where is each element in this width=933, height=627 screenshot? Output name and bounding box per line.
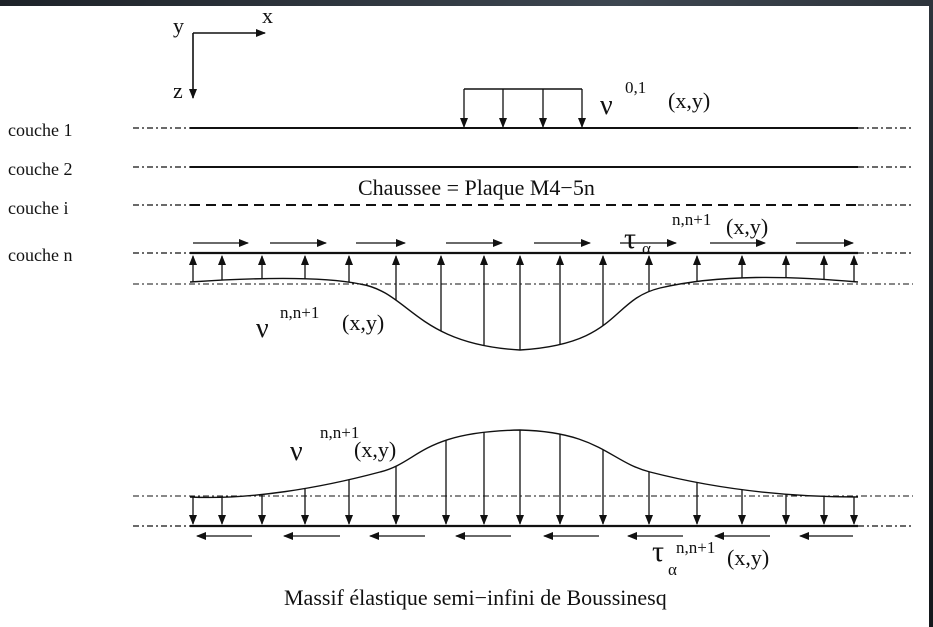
foundation-label: Massif élastique semi−infini de Boussine… — [284, 585, 667, 610]
lower-reaction-arrows — [189, 430, 858, 525]
layer-lines — [133, 127, 913, 285]
shear-top-label: τ α n,n+1 (x,y) — [624, 210, 768, 258]
applied-load-top: ν 0,1 (x,y) — [460, 78, 710, 128]
y-axis-label: y — [173, 13, 184, 38]
shear-top-symbol: τ — [624, 222, 636, 255]
lower-reaction-args: (x,y) — [354, 437, 396, 462]
upper-reaction-arrows — [189, 255, 858, 350]
layer-label-2: couche 2 — [8, 159, 72, 179]
upper-reaction-superscript: n,n+1 — [280, 303, 319, 322]
load-top-args: (x,y) — [668, 88, 710, 113]
shear-top-superscript: n,n+1 — [672, 210, 711, 229]
lower-reaction-superscript: n,n+1 — [320, 423, 359, 442]
shear-bottom-superscript: n,n+1 — [676, 538, 715, 557]
z-axis-label: z — [173, 78, 183, 103]
shear-bottom-args: (x,y) — [727, 545, 769, 570]
lower-reaction-label: ν n,n+1 (x,y) — [290, 423, 396, 467]
shear-top-subscript: α — [642, 239, 651, 258]
shear-bottom-symbol: τ — [652, 535, 664, 568]
upper-reaction-label: ν n,n+1 (x,y) — [256, 303, 384, 344]
layer-label-i: couche i — [8, 198, 68, 218]
upper-reaction-symbol: ν — [256, 313, 269, 344]
layer-label-n: couche n — [8, 245, 72, 265]
load-top-symbol: ν — [600, 90, 613, 121]
lower-reaction-symbol: ν — [290, 436, 303, 467]
shear-top-args: (x,y) — [726, 214, 768, 239]
layer-labels: couche 1 couche 2 couche i couche n — [8, 120, 72, 265]
load-top-arrows — [460, 89, 586, 128]
shear-bottom-subscript: α — [668, 560, 677, 579]
coordinate-axes: x y z — [173, 3, 273, 103]
layer-label-1: couche 1 — [8, 120, 72, 140]
load-top-superscript: 0,1 — [625, 78, 646, 97]
upper-reaction-args: (x,y) — [342, 310, 384, 335]
shear-bottom-label: τ α n,n+1 (x,y) — [652, 535, 769, 579]
plate-label: Chaussee = Plaque M4−5n — [358, 175, 595, 200]
x-axis-label: x — [262, 3, 273, 28]
